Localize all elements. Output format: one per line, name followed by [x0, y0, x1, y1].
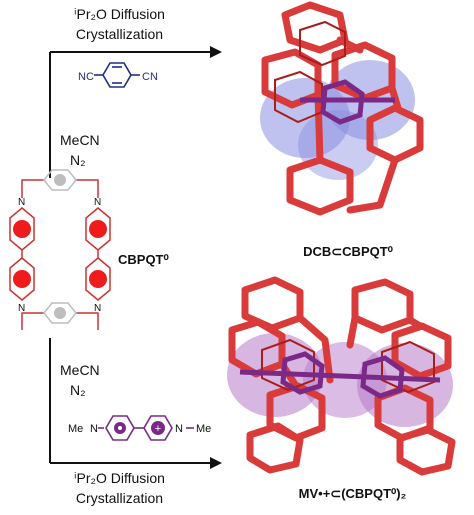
bottom-phenylene [43, 302, 77, 324]
bottom-arrow [49, 338, 212, 464]
bottom-atmosphere-label: N₂ [70, 382, 86, 398]
n-label-left-top: N [18, 197, 25, 208]
n-label-right-top: N [94, 197, 101, 208]
top-phenylene [43, 169, 77, 191]
top-atmosphere-label: N₂ [70, 152, 86, 168]
bottom-conditions-line2: Crystallization [75, 490, 164, 506]
left-pyridinium-upper [9, 207, 35, 251]
reagent-cn-label: CN [142, 71, 158, 83]
methyl-viologen-structure [98, 415, 194, 441]
dicyanobenzene-structure [94, 62, 140, 88]
bottom-conditions-line1: ⁱPr₂O Diffusion [74, 470, 165, 486]
crystal-structure-dcb-complex [260, 1, 424, 216]
reagent-nc-label: NC [78, 71, 94, 83]
top-arrowhead [210, 46, 222, 58]
right-pyridinium-lower [85, 257, 111, 301]
bottom-solvent-label: MeCN [60, 362, 100, 378]
reagent-me-right: Me [196, 423, 211, 435]
cation-plus-icon [151, 421, 165, 435]
reagent-n-left: N [90, 423, 98, 435]
n-label-right-bottom: N [94, 303, 101, 314]
cbpqt-ring-drawing [9, 169, 111, 330]
reagent-n-right: N [175, 423, 183, 435]
top-product-label: DCB⊂CBPQT⁰ [303, 244, 393, 259]
left-pyridinium-lower [9, 257, 35, 301]
top-conditions-line2: Crystallization [75, 26, 164, 42]
top-solvent-label: MeCN [60, 132, 100, 148]
right-pyridinium-upper [85, 207, 111, 251]
top-arrow [49, 51, 212, 178]
crystal-structure-mv-complex [227, 276, 456, 476]
reagent-me-left: Me [68, 423, 83, 435]
cation-plus-sign: + [155, 423, 161, 435]
top-conditions-line1: ⁱPr₂O Diffusion [74, 6, 165, 22]
bottom-arrowhead [210, 457, 222, 469]
n-label-left-bottom: N [18, 303, 25, 314]
bottom-product-label: MV•+⊂(CBPQT⁰)₂ [298, 486, 407, 501]
host-label: CBPQT⁰ [118, 252, 169, 267]
